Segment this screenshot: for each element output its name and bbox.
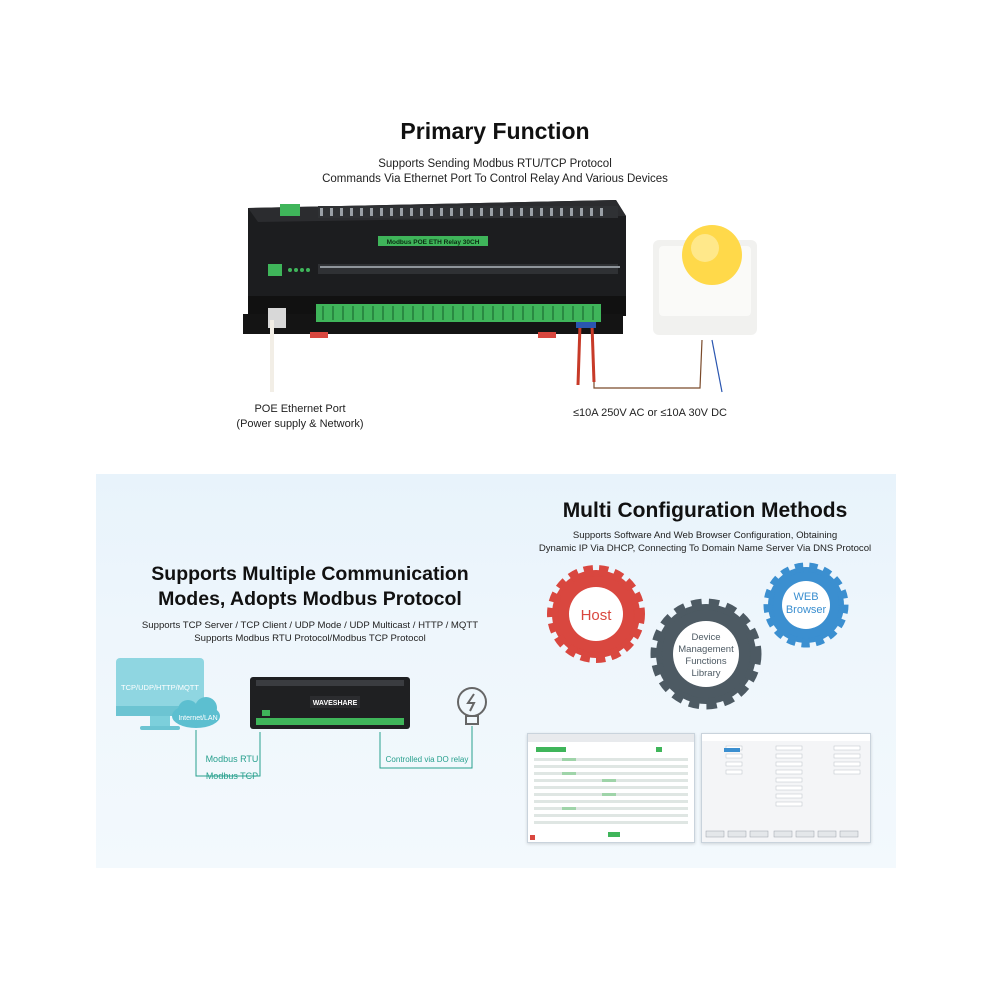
monitor-label: TCP/UDP/HTTP/MQTT <box>121 683 199 692</box>
library-gear-icon: Device Management Functions Library <box>650 598 762 710</box>
lamp-image <box>653 225 757 335</box>
relay-device-small-image: WAVESHARE <box>250 677 410 729</box>
subtitle-line-1: Supports Sending Modbus RTU/TCP Protocol <box>378 158 612 170</box>
bulb-icon <box>457 687 487 725</box>
device-brand-label: WAVESHARE <box>313 700 358 707</box>
library-label-line-4: Library <box>691 668 720 679</box>
config-methods-title: Multi Configuration Methods <box>562 499 848 522</box>
comm-modes-subtitle: Supports TCP Server / TCP Client / UDP M… <box>110 619 510 645</box>
do-relay-label: Controlled via DO relay <box>386 755 469 764</box>
modbus-tcp-label: Modbus TCP <box>206 771 258 781</box>
config-subtitle-line-1: Supports Software And Web Browser Config… <box>572 530 838 541</box>
poe-label-line-2: (Power supply & Network) <box>236 418 364 430</box>
web-label-line-1: WEB <box>793 591 818 603</box>
web-browser-gear-icon: WEB Browser <box>763 562 849 648</box>
subtitle-line-2: Commands Via Ethernet Port To Control Re… <box>322 173 668 185</box>
monitor-icon: TCP/UDP/HTTP/MQTT <box>116 658 204 730</box>
load-spec-label: ≤10A 250V AC or ≤10A 30V DC <box>573 407 727 419</box>
relay-device-image: Modbus POE ETH Relay 30CH <box>243 200 626 338</box>
poe-port-label: POE Ethernet Port (Power supply & Networ… <box>215 402 385 432</box>
host-gear-icon: Host <box>547 565 645 663</box>
library-label-line-3: Functions <box>685 656 726 667</box>
software-config-screenshot <box>701 733 871 843</box>
config-subtitle-line-2: Dynamic IP Via DHCP, Connecting To Domai… <box>538 543 872 554</box>
comm-subtitle-line-2: Supports Modbus RTU Protocol/Modbus TCP … <box>194 633 426 644</box>
communication-diagram: TCP/UDP/HTTP/MQTT Internet/LAN WAVESHARE… <box>116 658 487 781</box>
modbus-rtu-label: Modbus RTU <box>206 754 259 764</box>
web-label-line-2: Browser <box>786 604 827 616</box>
host-label: Host <box>581 607 613 624</box>
comm-title-line-1: Supports Multiple Communication <box>151 563 469 585</box>
wires-diagram <box>270 320 723 393</box>
library-label-line-2: Management <box>678 644 734 655</box>
web-config-screenshot <box>527 733 695 843</box>
library-label-line-1: Device <box>691 632 720 643</box>
poe-label-line-1: POE Ethernet Port <box>254 403 346 415</box>
comm-subtitle-line-1: Supports TCP Server / TCP Client / UDP M… <box>141 620 479 631</box>
comm-modes-title: Supports Multiple Communication Modes, A… <box>110 562 510 612</box>
cloud-icon: Internet/LAN <box>172 697 220 728</box>
comm-title-line-2: Modes, Adopts Modbus Protocol <box>158 588 462 610</box>
primary-function-subtitle: Supports Sending Modbus RTU/TCP Protocol… <box>0 157 990 187</box>
config-methods-subtitle: Supports Software And Web Browser Config… <box>520 529 890 555</box>
device-label: Modbus POE ETH Relay 30CH <box>387 239 480 246</box>
config-gears-diagram: Host Device Management Functions Library… <box>547 562 849 710</box>
cloud-label: Internet/LAN <box>178 715 217 722</box>
primary-function-title: Primary Function <box>400 118 590 144</box>
